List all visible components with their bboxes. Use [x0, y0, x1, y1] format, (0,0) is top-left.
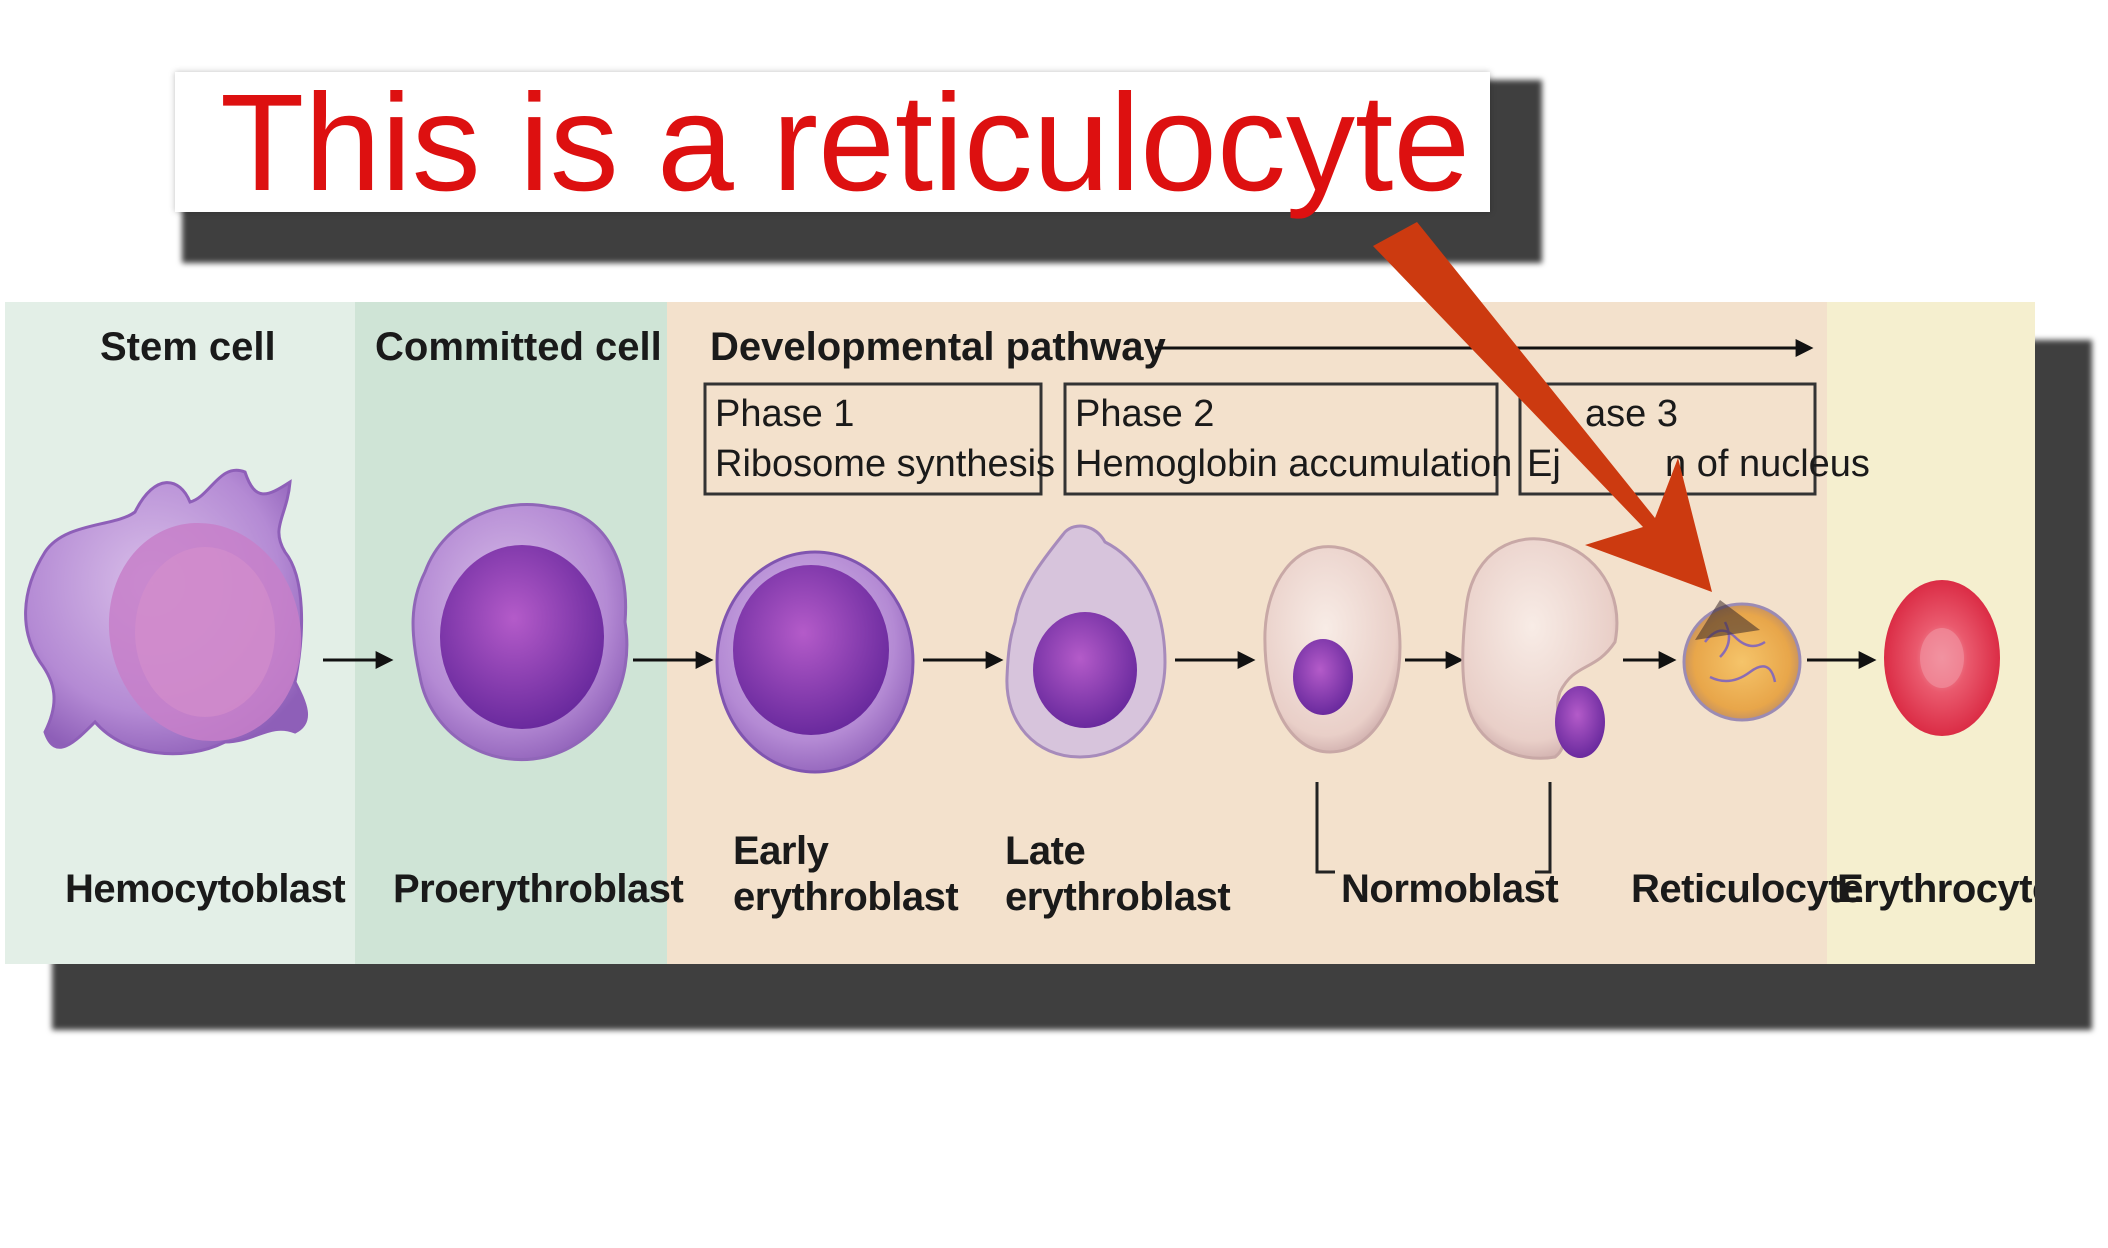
erythropoiesis-diagram: Stem cell Committed cell Developmental p… [5, 302, 2054, 964]
label-erythrocyte: Erythrocyte [1837, 867, 2035, 911]
banner-text: This is a reticulocyte [220, 66, 1471, 220]
label-early-1: Early [733, 829, 830, 873]
phase-2-box [1063, 382, 1499, 496]
diagram-panel: Stem cell Committed cell Developmental p… [5, 302, 2054, 964]
phase-2-title: Phase 2 [1075, 393, 1214, 435]
label-late-1: Late [1005, 829, 1085, 873]
label-hemocytoblast: Hemocytoblast [65, 867, 345, 911]
pointer-arrow [1373, 222, 1712, 592]
phase-1-box [703, 382, 1043, 496]
erythrocyte-cell [1884, 580, 2000, 736]
pointer-shadow [1695, 600, 1760, 640]
label-reticulocyte: Reticulocyte [1631, 867, 1863, 911]
label-normoblast: Normoblast [1341, 867, 1558, 911]
normoblast-bracket [1315, 782, 1552, 874]
phase-3-desc-tail: n of nucleus [1665, 443, 1870, 485]
proerythroblast-cell [411, 503, 629, 762]
label-late-2: erythroblast [1005, 875, 1230, 919]
label-early-2: erythroblast [733, 875, 958, 919]
phase-1-title: Phase 1 [715, 393, 854, 435]
phase-3-title: ase 3 [1585, 393, 1678, 435]
label-proerythroblast: Proerythroblast [393, 867, 684, 911]
phase-2-desc: Hemoglobin accumulation [1075, 443, 1512, 485]
normoblast-cell-1 [1263, 545, 1402, 754]
normoblast-cell-2 [1461, 537, 1619, 760]
late-erythroblast-cell [1005, 524, 1167, 759]
title-banner: This is a reticulocyte [175, 67, 1490, 219]
hemocytoblast-cell [24, 468, 309, 756]
header-developmental-pathway: Developmental pathway [710, 325, 1166, 369]
early-erythroblast-cell [715, 550, 915, 774]
header-committed-cell: Committed cell [375, 325, 662, 369]
phase-3-desc: Ej [1527, 443, 1561, 485]
header-stem-cell: Stem cell [100, 325, 276, 369]
phase-1-desc: Ribosome synthesis [715, 443, 1055, 485]
